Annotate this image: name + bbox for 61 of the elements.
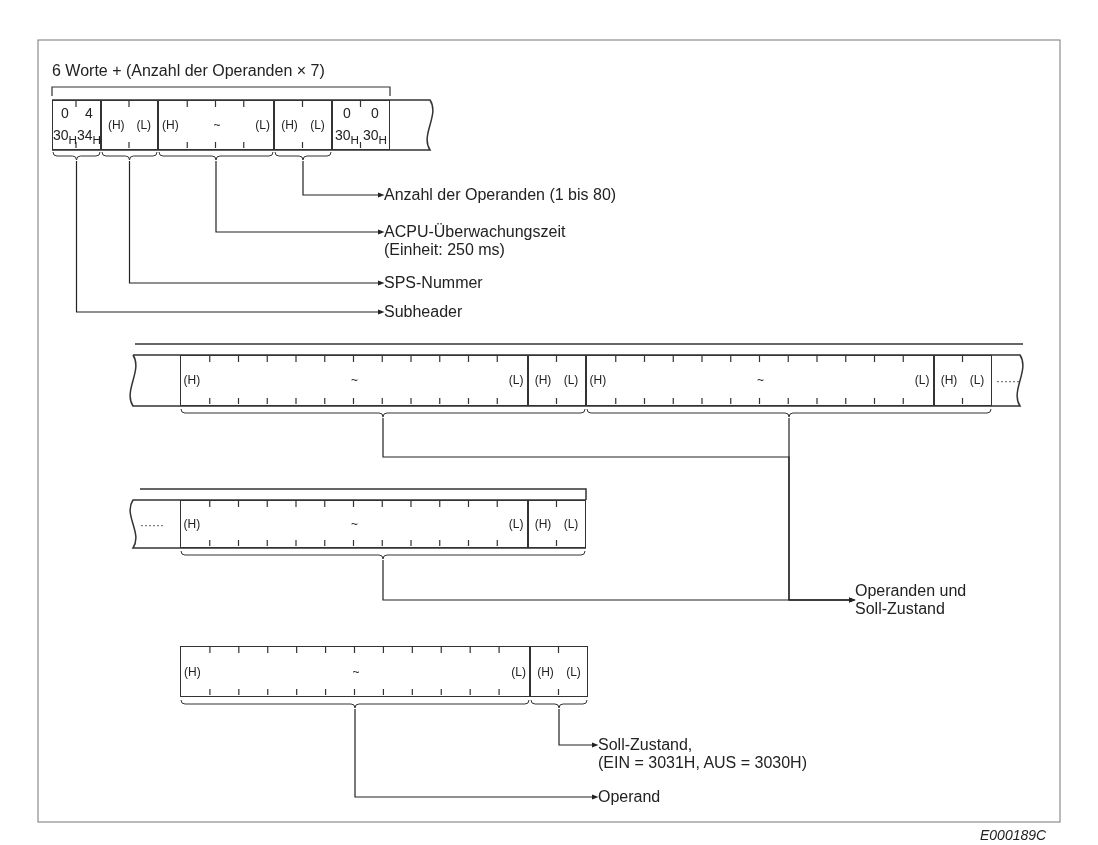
range-sign: ~ bbox=[352, 664, 360, 679]
byte-field bbox=[180, 646, 530, 697]
byte-field bbox=[101, 100, 158, 150]
byte-label: (L) bbox=[511, 664, 526, 679]
byte-label: (H) bbox=[534, 373, 552, 387]
range-sign: ~ bbox=[351, 373, 358, 387]
byte-label: (L) bbox=[508, 516, 524, 531]
byte-label: (H) bbox=[589, 373, 607, 387]
field-description: Operand bbox=[598, 788, 718, 806]
leader-arrow bbox=[354, 708, 599, 800]
range-sign: ~ bbox=[351, 516, 358, 531]
range-sign: ~ bbox=[213, 118, 221, 132]
leader-arrow bbox=[382, 559, 856, 603]
leader-arrow bbox=[215, 160, 385, 235]
byte-field bbox=[274, 100, 332, 150]
range-sign: 0 bbox=[61, 106, 69, 120]
field-description: Operanden und Soll-Zustand bbox=[855, 582, 980, 618]
byte-label: 30$_{H}$ bbox=[363, 128, 387, 146]
field-description: Subheader bbox=[384, 303, 584, 321]
range-sign: 4 bbox=[85, 106, 93, 120]
field-description: Soll-Zustand, bbox=[598, 736, 694, 754]
byte-label: (H) bbox=[940, 373, 958, 387]
byte-label: 30$_{H}$ bbox=[53, 128, 77, 146]
bracket-label: 6 Worte + (Anzahl der Operanden × 7) bbox=[52, 62, 325, 80]
byte-label: (H) bbox=[184, 664, 201, 679]
continuation-dots: ······ bbox=[140, 517, 164, 534]
byte-label: (H) bbox=[534, 516, 552, 531]
byte-field bbox=[158, 100, 274, 150]
byte-field bbox=[332, 100, 390, 150]
field-description: Anzahl der Operanden (1 bis 80) bbox=[384, 186, 704, 204]
range-sign: 0 bbox=[371, 106, 379, 120]
field-description: (EIN = 3031H, AUS = 3030H) bbox=[598, 754, 808, 772]
leader-arrow bbox=[128, 160, 385, 286]
leader-arrow bbox=[302, 160, 385, 198]
byte-label: (L) bbox=[914, 373, 930, 387]
byte-field bbox=[530, 646, 588, 697]
byte-label: (H) bbox=[107, 118, 125, 132]
field-description: SPS-Nummer bbox=[384, 274, 584, 292]
byte-label: (L) bbox=[563, 516, 579, 531]
byte-label: (H) bbox=[183, 373, 201, 387]
byte-label: (L) bbox=[566, 664, 581, 679]
byte-label: (L) bbox=[255, 118, 270, 132]
byte-field bbox=[52, 100, 101, 150]
continuation-dots: ······ bbox=[996, 373, 1020, 390]
field-description: ACPU-Überwachungszeit (Einheit: 250 ms) bbox=[384, 223, 574, 259]
byte-label: (L) bbox=[136, 118, 152, 132]
byte-label: (H) bbox=[281, 118, 298, 132]
byte-label: (H) bbox=[162, 118, 179, 132]
range-sign: 0 bbox=[343, 106, 351, 120]
byte-label: (L) bbox=[969, 373, 985, 387]
byte-label: (H) bbox=[183, 516, 201, 531]
byte-label: (L) bbox=[563, 373, 579, 387]
leader-arrow bbox=[558, 708, 599, 748]
byte-label: 30$_{H}$ bbox=[335, 128, 359, 146]
figure-code: E000189C bbox=[980, 826, 1047, 844]
range-sign: ~ bbox=[757, 373, 764, 387]
leader-arrow bbox=[75, 160, 385, 315]
byte-label: (H) bbox=[537, 664, 554, 679]
byte-label: (L) bbox=[310, 118, 325, 132]
byte-label: (L) bbox=[508, 373, 524, 387]
byte-label: 34$_{H}$ bbox=[77, 128, 101, 146]
